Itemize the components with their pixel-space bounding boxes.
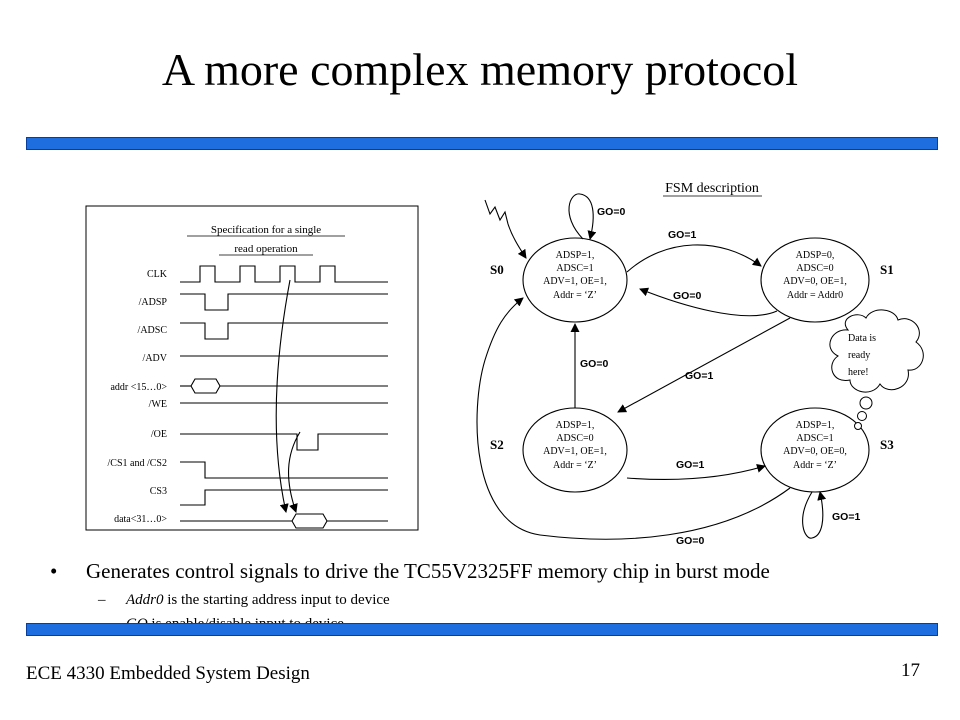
state-s1-name: S1: [880, 262, 894, 277]
transition-s1-s2: [617, 317, 791, 413]
bullet-marker: •: [50, 559, 58, 583]
main-bullet: • Generates control signals to drive the …: [50, 557, 770, 585]
timing-arrow-2: [288, 431, 301, 513]
label-s0-s1: GO=1: [668, 229, 696, 241]
top-divider-bar: [26, 137, 938, 150]
signal-label-adv: /ADV: [143, 353, 168, 364]
state-s0: ADSP=1, ADSC=1 ADV=1, OE=1, Addr = ‘Z’: [522, 237, 628, 323]
state-s0-name: S0: [490, 262, 504, 277]
cloud-line-1: Data is: [848, 333, 876, 344]
timing-heading-line1: Specification for a single: [211, 224, 321, 236]
label-s1-s2: GO=1: [685, 370, 713, 382]
page-title: A more complex memory protocol: [161, 44, 799, 95]
signal-label-cs1-cs2: /CS1 and /CS2: [108, 458, 167, 469]
label-s3-s0: GO=0: [676, 535, 704, 547]
state-s2-name: S2: [490, 437, 504, 452]
svg-text:ADSP=0,: ADSP=0,: [796, 250, 835, 261]
waveform-cs3: [180, 489, 388, 506]
timing-diagram: Specification for a single read operatio…: [85, 205, 419, 531]
waveform-oe: [180, 433, 388, 451]
page-number: 17: [901, 660, 920, 681]
fsm-diagram: FSM description ADSP=1, ADSC=1 ADV=1, OE…: [476, 181, 924, 547]
svg-text:ADSP=1,: ADSP=1,: [796, 420, 835, 431]
svg-text:ADV=0, OE=1,: ADV=0, OE=1,: [783, 276, 847, 287]
svg-text:Addr = Addr0: Addr = Addr0: [787, 290, 843, 301]
cloud-line-2: ready: [848, 350, 870, 361]
signal-label-oe: /OE: [151, 429, 167, 440]
svg-text:ADV=1, OE=1,: ADV=1, OE=1,: [543, 446, 607, 457]
transition-s0-self: [568, 193, 597, 240]
timing-heading-line2: read operation: [234, 243, 298, 255]
transition-s2-s3: [626, 463, 766, 481]
state-s3-name: S3: [880, 437, 894, 452]
svg-text:ADV=1, OE=1,: ADV=1, OE=1,: [543, 276, 607, 287]
waveform-addr: [190, 378, 221, 394]
signal-label-adsc: /ADSC: [138, 325, 168, 336]
transition-s1-s0: [639, 287, 778, 317]
state-s2: ADSP=1, ADSC=0 ADV=1, OE=1, Addr = ‘Z’: [522, 407, 628, 493]
svg-text:Addr = ‘Z’: Addr = ‘Z’: [553, 460, 597, 471]
waveform-adsc: [180, 322, 388, 340]
svg-text:ADSC=1: ADSC=1: [796, 433, 833, 444]
waveform-adsp: [180, 293, 388, 311]
sub-bullet-addr0: –Addr0 is the starting address input to …: [98, 592, 390, 608]
svg-text:ADV=0, OE=0,: ADV=0, OE=0,: [783, 446, 847, 457]
label-s1-s0: GO=0: [673, 290, 701, 302]
svg-text:Addr = ‘Z’: Addr = ‘Z’: [793, 460, 837, 471]
svg-text:ADSP=1,: ADSP=1,: [556, 420, 595, 431]
svg-text:ADSC=1: ADSC=1: [556, 263, 593, 274]
signal-label-data: data<31…0>: [114, 514, 167, 525]
svg-text:ADSC=0: ADSC=0: [556, 433, 593, 444]
label-s3-self: GO=1: [832, 511, 860, 523]
signal-label-addr: addr <15…0>: [110, 382, 167, 393]
reset-arrow: [484, 199, 527, 259]
state-s3: ADSP=1, ADSC=1 ADV=0, OE=0, Addr = ‘Z’: [760, 407, 870, 493]
state-s1: ADSP=0, ADSC=0 ADV=0, OE=1, Addr = Addr0: [760, 237, 870, 323]
waveform-data: [291, 513, 328, 529]
timing-arrow-1: [275, 279, 291, 513]
transition-s3-s0: [476, 297, 791, 540]
label-s2-s3: GO=1: [676, 459, 704, 471]
svg-text:Addr = ‘Z’: Addr = ‘Z’: [553, 290, 597, 301]
cloud-line-3: here!: [848, 367, 869, 378]
thought-cloud: [829, 309, 924, 430]
svg-text:ADSP=1,: ADSP=1,: [556, 250, 595, 261]
timing-frame: [85, 205, 419, 531]
signal-label-cs3: CS3: [150, 486, 167, 497]
waveform-clk: [180, 265, 388, 283]
transition-s3-self: [802, 491, 827, 539]
transition-s0-s1: [626, 244, 762, 273]
signal-label-we: /WE: [149, 399, 167, 410]
main-bullet-text: Generates control signals to drive the T…: [86, 559, 770, 583]
label-s2-s0: GO=0: [580, 358, 608, 370]
waveform-cs1-cs2: [180, 461, 388, 479]
signal-label-adsp: /ADSP: [139, 297, 168, 308]
footer-course: ECE 4330 Embedded System Design: [26, 663, 310, 684]
bottom-divider-bar: [26, 623, 938, 636]
label-s0-self: GO=0: [597, 206, 625, 218]
svg-text:ADSC=0: ADSC=0: [796, 263, 833, 274]
signal-label-clk: CLK: [147, 269, 168, 280]
fsm-heading: FSM description: [665, 181, 759, 196]
